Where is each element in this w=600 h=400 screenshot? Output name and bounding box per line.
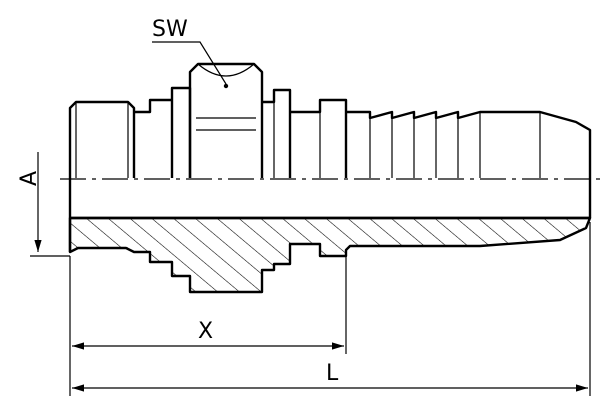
- a-label: A: [17, 171, 42, 186]
- section-hatch: [68, 216, 592, 294]
- dimension-a: A: [17, 152, 70, 257]
- dimension-l: L: [72, 222, 591, 396]
- dimension-x: X: [69, 256, 347, 396]
- fitting-section-lower: [68, 178, 592, 294]
- fitting-exterior-upper: [68, 62, 592, 178]
- l-label: L: [326, 361, 339, 386]
- sw-callout: SW: [152, 17, 229, 89]
- x-label: X: [198, 319, 213, 344]
- sw-label: SW: [152, 17, 188, 42]
